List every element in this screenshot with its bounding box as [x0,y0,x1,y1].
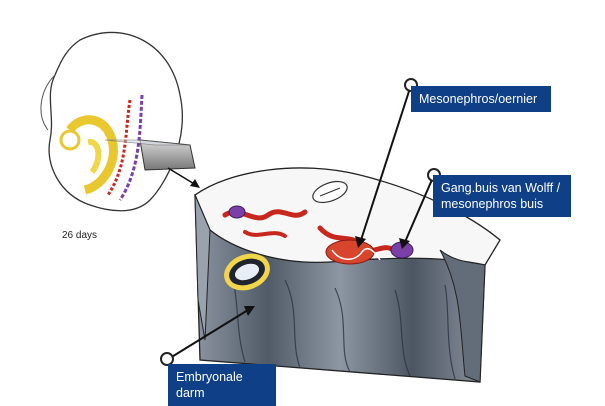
label-wolff-line1: Gang.buis van Wolff / [441,181,561,195]
pointer-mesonephros [360,84,412,241]
pointer-wolff [404,174,435,243]
block-left-wall [194,194,211,341]
embryo-tail-ring [59,129,81,151]
label-wolff: Gang.buis van Wolff / mesonephros buis [433,175,571,217]
pointer-lines [169,84,435,359]
embryo-red-strand [106,99,132,196]
darm-pointer-dot [160,352,174,366]
top-ellipse-slit [319,187,341,197]
label-darm: Embryonale darm [168,364,276,406]
wolff-duct-left [228,205,246,219]
block-front-folds [229,267,456,380]
block-right-notch [439,249,486,383]
tubules-center-loop [331,248,381,261]
label-wolff-line2: mesonephros buis [441,197,544,211]
label-mesonephros-text: Mesonephros/oernier [419,92,538,106]
section-arrow-line [167,167,197,186]
pointer-darm-head [244,306,255,316]
embryo-yellow-inner [87,138,102,174]
section-slab-top [104,139,191,146]
gut-lumen [233,262,261,282]
label-darm-text: Embryonale darm [176,370,243,400]
tubules-left-2 [243,230,287,238]
embryo-illustration [40,31,200,212]
pointer-darm [169,309,249,359]
block-top [194,167,501,266]
pointer-mesonephros-head [355,236,366,248]
tissue-block [194,167,501,383]
section-arrow-head [190,179,200,188]
embryo-purple-duct [118,94,144,201]
embryo-age-label: 26 days [62,230,98,241]
embryo-head-fold [40,74,56,131]
pointer-wolff-head [399,238,410,249]
label-mesonephros: Mesonephros/oernier [411,86,551,112]
